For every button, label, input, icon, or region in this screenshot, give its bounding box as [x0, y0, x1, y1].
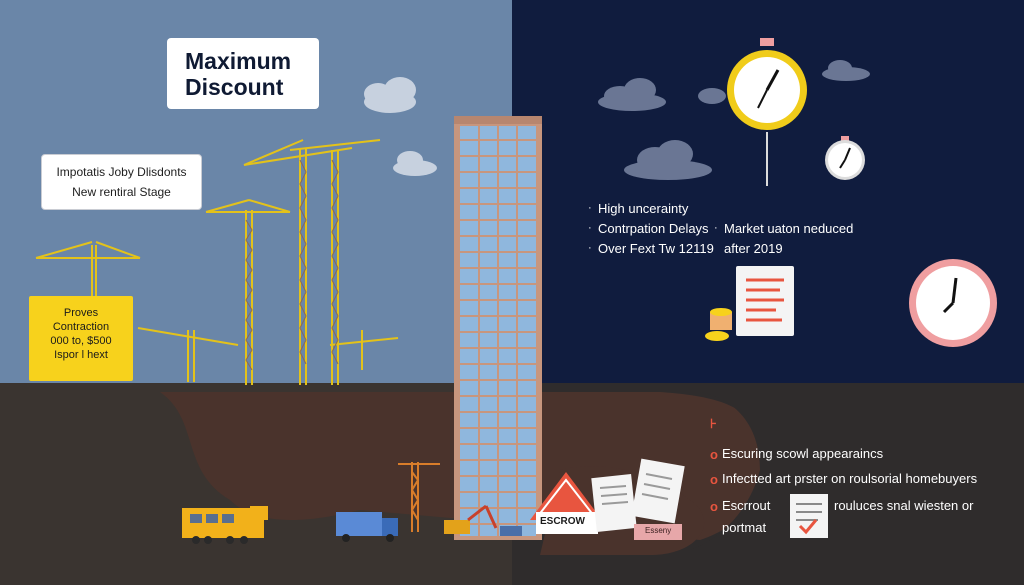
title-card: Maximum Discount [167, 38, 319, 109]
coins-icon [705, 308, 732, 341]
bottom-item-4: portmat [722, 520, 767, 535]
bottom-trailing-text: rouluces snal wiesten or [834, 498, 974, 513]
bullet-dot: · [588, 242, 592, 254]
document-icon [790, 494, 828, 538]
title-line-1: Maximum [185, 48, 292, 74]
excavator-icon [444, 504, 522, 536]
escrow-sign-label: ESCROW [540, 516, 585, 527]
title-line-2: Discount [185, 74, 284, 100]
bullet-item-2: Contrpation Delays [598, 221, 709, 236]
side-note-2: after 2019 [724, 241, 783, 256]
list-bullet-icon: o [710, 499, 718, 514]
bottom-item-2: Infectted art prster on roulsorial homeb… [722, 471, 978, 486]
bottom-item-1: Escuring scowl appearaincs [722, 446, 884, 461]
crane-icon [398, 462, 440, 532]
list-bullet-icon: o [710, 447, 718, 462]
cloud-icon [598, 60, 870, 180]
yellow-note-card: Proves Contraction 000 to, $500 Ispor l … [29, 296, 133, 381]
bullet-dot: · [588, 222, 592, 234]
cloud-icon [364, 77, 437, 176]
side-note-1: Market uaton neduced [724, 221, 854, 236]
yellow-line-3: 000 to, $500 [50, 335, 112, 347]
crane-icon [35, 139, 399, 385]
stopwatch-icon [727, 38, 807, 186]
yellow-line-4: Ispor l hext [54, 349, 108, 361]
bullet-item-3: Over Fext Tw 12119 [598, 241, 714, 256]
bottom-item-3: Escrrout [722, 498, 771, 513]
list-marker: ⊦ [710, 416, 717, 431]
info-line-1: Impotatis Joby Dlisdonts [56, 165, 187, 179]
yellow-line-2: Contraction [52, 321, 110, 333]
yellow-line-1: Proves [63, 307, 99, 319]
truck-icon [182, 506, 268, 544]
clock-icon [825, 136, 865, 180]
document-icon [591, 458, 685, 540]
clock-icon [909, 259, 997, 347]
bullet-dot: · [588, 202, 592, 214]
escrow-tag-label: Esseny [645, 526, 672, 535]
escrow-sign-icon [530, 472, 602, 534]
list-bullet-icon: o [710, 472, 718, 487]
crane-icon [245, 159, 339, 371]
info-line-2: New rentiral Stage [72, 185, 171, 199]
document-icon [736, 266, 794, 336]
bullet-dot: · [714, 222, 718, 234]
bullet-item-1: High uncerainty [598, 201, 689, 216]
truck-icon [336, 512, 398, 542]
info-card: Impotatis Joby Dlisdonts New rentiral St… [41, 154, 202, 210]
